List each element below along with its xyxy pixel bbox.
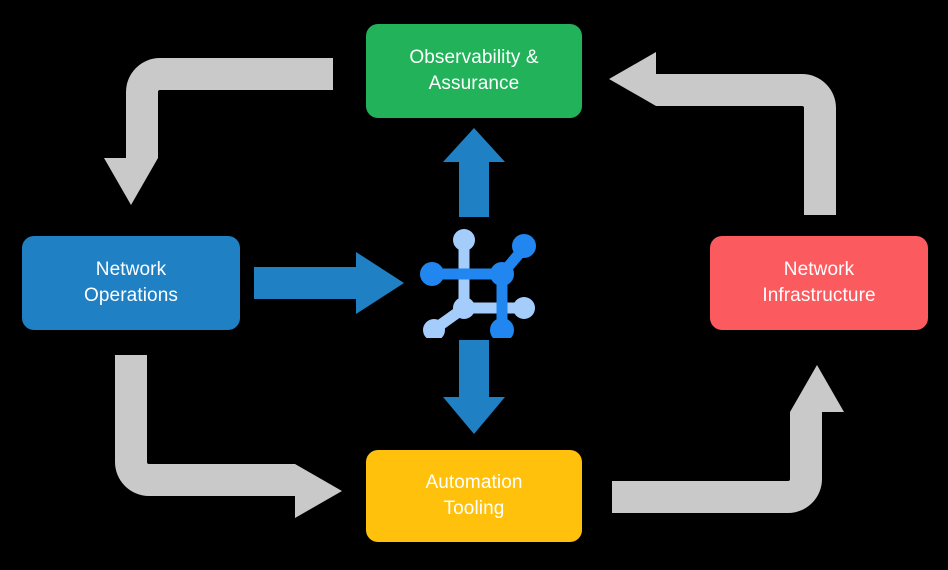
box-observability-assurance[interactable]: Observability & Assurance	[366, 24, 582, 118]
arrow-center-to-observability	[443, 128, 505, 217]
box-observability-label: Observability & Assurance	[409, 47, 539, 94]
box-automation-tooling[interactable]: Automation Tooling	[366, 450, 582, 542]
network-nodes-dark	[420, 234, 536, 342]
arrow-automation-to-infrastructure	[612, 365, 844, 513]
box-network-operations[interactable]: Network Operations	[22, 236, 240, 330]
arrow-center-to-automation	[443, 340, 505, 434]
arrow-operations-to-center	[254, 252, 404, 314]
box-network-infrastructure-label: Network Infrastructure	[762, 259, 876, 306]
arrow-operations-to-automation	[115, 355, 342, 518]
arrow-observability-to-operations	[104, 58, 333, 205]
box-network-infrastructure[interactable]: Network Infrastructure	[710, 236, 928, 330]
network-nodes-light	[423, 229, 535, 341]
arrow-infrastructure-to-observability	[609, 52, 836, 215]
box-network-operations-label: Network Operations	[84, 259, 178, 306]
box-automation-tooling-label: Automation Tooling	[425, 472, 523, 519]
network-topology-icon	[418, 218, 538, 342]
